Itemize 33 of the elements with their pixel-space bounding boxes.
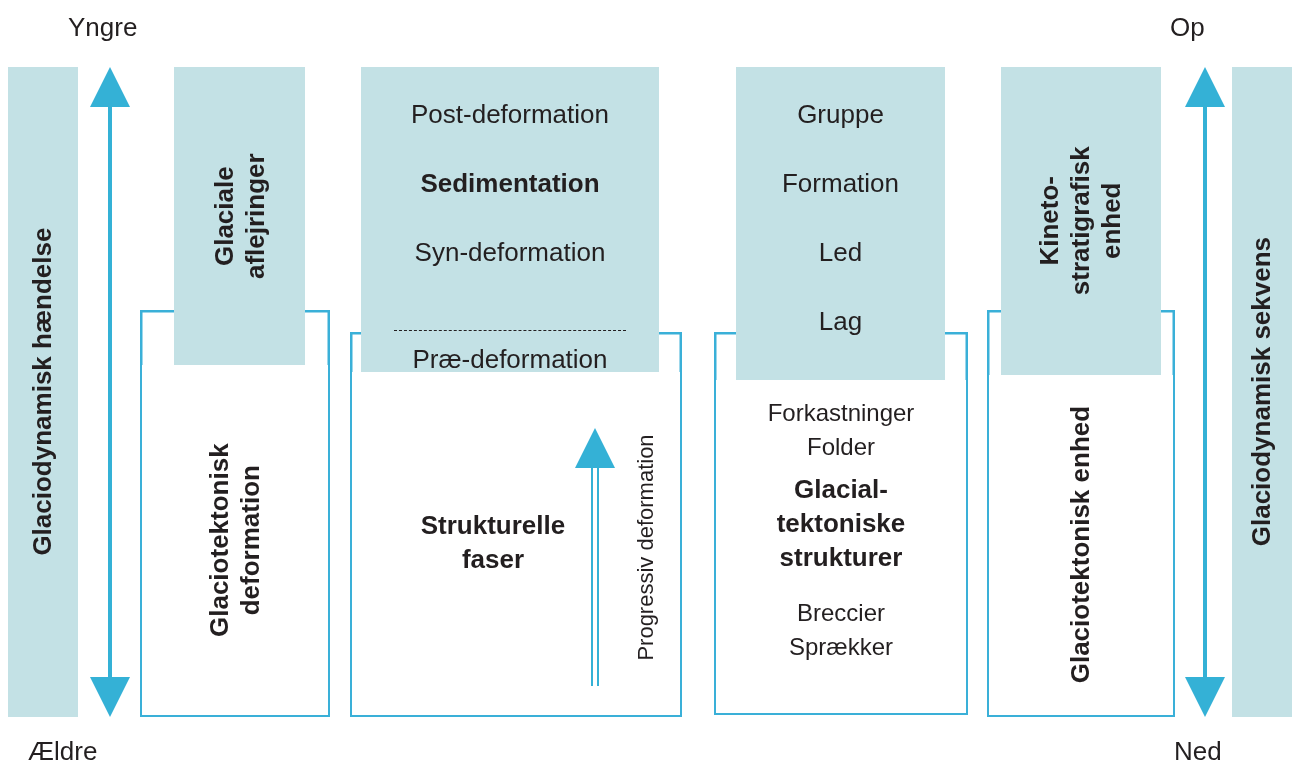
vertical-title: Glaciodynamisk hændelse <box>27 227 59 558</box>
heading: Glacial-tektoniske strukturer <box>775 473 907 574</box>
axis-label: Ned <box>1174 736 1222 764</box>
axis-label: Op <box>1170 12 1205 42</box>
filled-panel <box>1232 67 1292 717</box>
filled-panel <box>174 67 305 365</box>
heading: Strukturelle faser <box>419 509 567 576</box>
filled-panel <box>736 67 945 380</box>
list-item: Lag <box>818 305 863 338</box>
outlined-panel <box>140 365 330 717</box>
outlined-panel <box>350 372 682 717</box>
rotated-heading: Glaciotektonisk enhed <box>1065 405 1097 686</box>
list-item: Syn-deformation <box>414 236 606 269</box>
outlined-panel <box>714 380 968 715</box>
filled-panel <box>8 67 78 717</box>
outlined-panel <box>987 375 1175 717</box>
rotated-heading: Glaciotektonisk deformation <box>203 442 266 639</box>
list-item: Præ-deformation <box>412 343 608 376</box>
axis-label: Yngre <box>68 12 138 42</box>
list-item: Post-deformation <box>411 98 609 131</box>
filled-panel <box>361 67 659 372</box>
rotated-caption: Progressiv deformation <box>631 433 659 661</box>
list-item: Formation <box>781 167 899 200</box>
vertical-title: Glaciodynamisk sekvens <box>1246 236 1278 549</box>
rotated-heading: Kineto-stratigrafisk enhed <box>1034 145 1128 298</box>
structure-list: Breccier Sprækker <box>746 596 936 664</box>
list-item: Gruppe <box>797 98 884 131</box>
list-item: Led <box>818 236 863 269</box>
filled-panel <box>1001 67 1161 375</box>
structure-list: Forkastninger Folder <box>746 396 936 464</box>
rotated-heading: Glaciale aflejringer <box>208 152 271 281</box>
axis-label: Ældre <box>28 736 98 764</box>
list-item: Sedimentation <box>420 167 600 200</box>
